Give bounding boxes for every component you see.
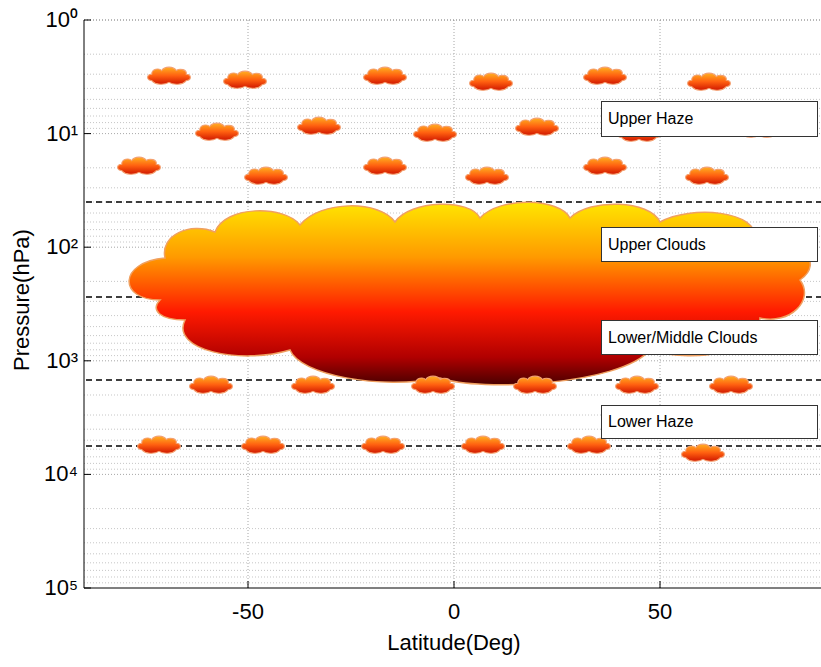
grid-line bbox=[84, 474, 821, 475]
grid-line bbox=[84, 54, 821, 55]
layer-name: Upper Clouds bbox=[608, 235, 811, 254]
tick-label: -50 bbox=[232, 601, 264, 623]
grid-line bbox=[84, 570, 821, 571]
grid-line bbox=[84, 463, 821, 464]
haze-puff bbox=[462, 436, 505, 453]
axis-title: Pressure(hPa) bbox=[11, 229, 33, 371]
tick-label: 10⁴ bbox=[44, 463, 78, 485]
haze-puff bbox=[138, 436, 181, 453]
haze-puff bbox=[224, 71, 267, 88]
haze-puff bbox=[516, 118, 559, 135]
haze-puff bbox=[364, 157, 407, 174]
grid-line bbox=[84, 508, 821, 509]
tick-label: 10¹ bbox=[46, 123, 78, 145]
axis-tick bbox=[84, 20, 91, 21]
haze-puff bbox=[584, 67, 627, 84]
grid-line bbox=[84, 20, 821, 21]
axis-tick bbox=[660, 581, 661, 588]
tick-label: 10⁵ bbox=[44, 577, 78, 599]
layer-label-box: Lower/Middle Clouds bbox=[601, 320, 818, 355]
haze-puff bbox=[148, 67, 191, 84]
haze-puff bbox=[292, 376, 335, 393]
tick-label: 10⁰ bbox=[46, 9, 78, 31]
haze-puff bbox=[584, 157, 627, 174]
axis-tick bbox=[84, 133, 91, 134]
axis-tick bbox=[84, 247, 91, 248]
layer-name: Lower Haze bbox=[608, 412, 811, 431]
grid-line bbox=[84, 562, 821, 563]
axis-tick bbox=[454, 581, 455, 588]
tick-label: 50 bbox=[648, 601, 672, 623]
tick-label: 0 bbox=[448, 601, 460, 623]
grid-line bbox=[84, 394, 821, 395]
grid-line bbox=[84, 187, 821, 188]
haze-puff bbox=[470, 73, 513, 90]
haze-puff bbox=[190, 376, 233, 393]
axis-tick bbox=[84, 360, 91, 361]
haze-puff bbox=[414, 124, 457, 141]
haze-puff bbox=[710, 376, 753, 393]
grid-line bbox=[84, 528, 821, 529]
grid-line bbox=[84, 99, 821, 100]
haze-puff bbox=[686, 167, 729, 184]
tick-label: 10³ bbox=[46, 350, 78, 372]
grid-line bbox=[84, 553, 821, 554]
layer-name: Lower/Middle Clouds bbox=[608, 328, 811, 347]
haze-puff bbox=[242, 436, 285, 453]
layer-label-box: Lower Haze bbox=[601, 405, 818, 439]
axis-tick bbox=[248, 581, 249, 588]
axis-tick bbox=[84, 588, 91, 589]
haze-puff bbox=[466, 167, 509, 184]
axis-tick bbox=[84, 474, 91, 475]
grid-line bbox=[84, 201, 821, 202]
haze-puff bbox=[298, 117, 341, 134]
haze-puff bbox=[362, 436, 405, 453]
grid-line bbox=[84, 576, 821, 577]
grid-line bbox=[84, 20, 821, 21]
layer-boundaries bbox=[86, 202, 821, 446]
haze-puff bbox=[196, 123, 239, 140]
haze-puff bbox=[118, 157, 161, 174]
haze-puff bbox=[245, 167, 288, 184]
grid-line bbox=[84, 440, 821, 441]
layer-label-box: Upper Clouds bbox=[601, 227, 818, 262]
haze-puff bbox=[412, 376, 455, 393]
haze-puff bbox=[616, 376, 659, 393]
grid-line bbox=[84, 582, 821, 583]
haze-puff bbox=[688, 73, 731, 90]
haze-puff bbox=[514, 376, 557, 393]
tick-label: 10² bbox=[46, 236, 78, 258]
axis-title: Latitude(Deg) bbox=[387, 632, 520, 654]
layer-label-box: Upper Haze bbox=[601, 101, 818, 137]
grid-line bbox=[84, 469, 821, 470]
haze-puff bbox=[682, 444, 725, 461]
haze-puff bbox=[364, 67, 407, 84]
layer-name: Upper Haze bbox=[608, 109, 811, 128]
grid-line bbox=[84, 542, 821, 543]
